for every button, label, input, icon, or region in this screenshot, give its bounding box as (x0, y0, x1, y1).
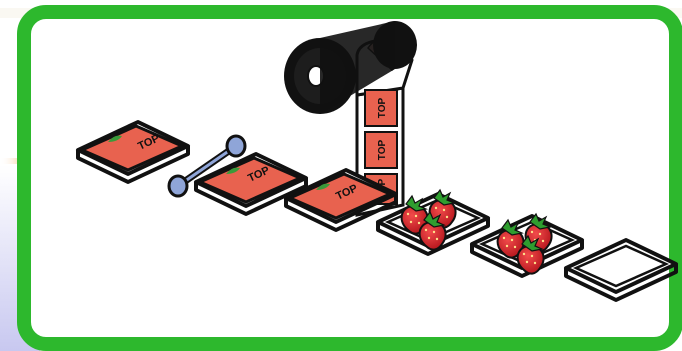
film-label-2: TOP (365, 132, 397, 168)
svg-text:TOP: TOP (377, 139, 388, 160)
film-label-1: TOP (365, 90, 397, 126)
svg-text:TOP: TOP (377, 97, 388, 118)
